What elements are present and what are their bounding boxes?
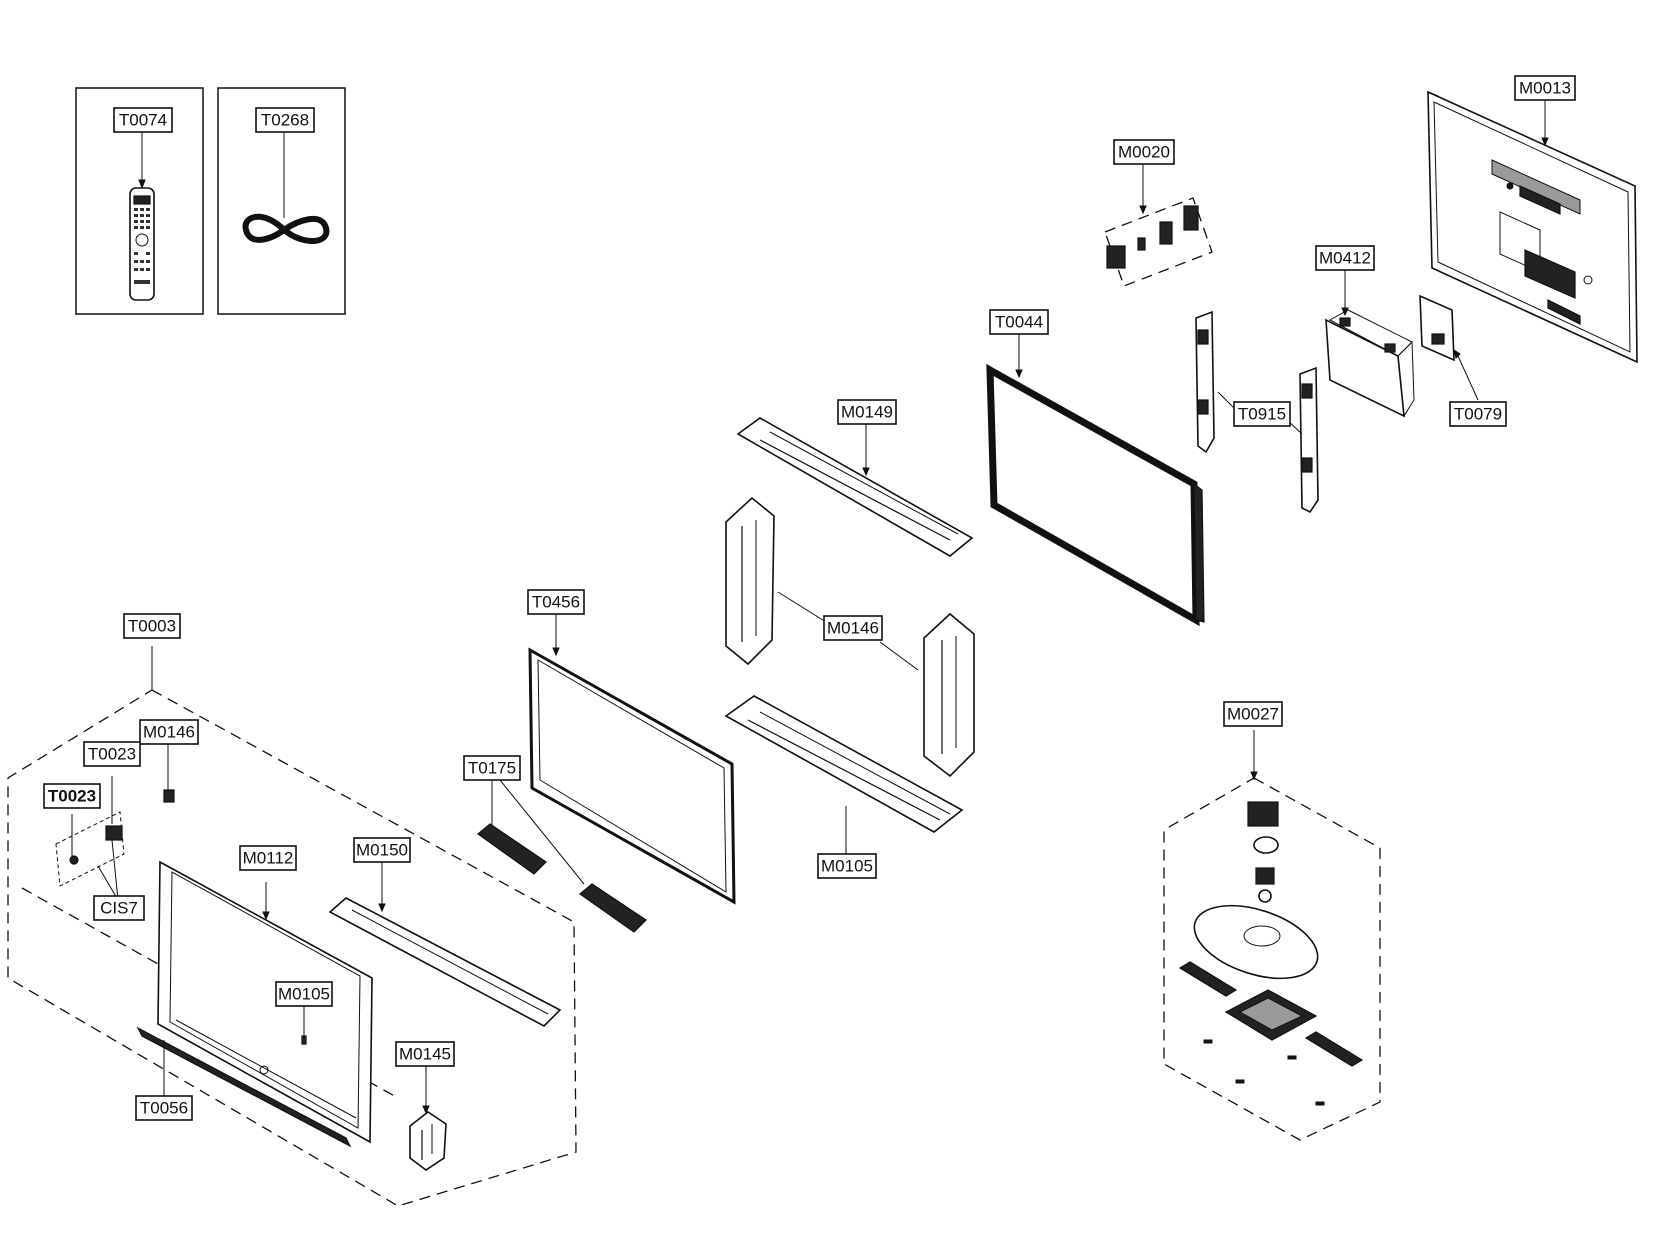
label-T0003: T0003 xyxy=(128,617,176,636)
vertical-bracket-right xyxy=(1299,366,1319,514)
callout-M0013: M0013 xyxy=(1514,75,1576,101)
callout-T0175: T0175 xyxy=(463,755,521,781)
label-T0079: T0079 xyxy=(1454,405,1502,424)
diffuser-sheet xyxy=(528,647,736,905)
power-cord-icon xyxy=(242,213,330,245)
small-board xyxy=(1419,294,1455,362)
ir-module xyxy=(55,789,175,887)
label-M0020: M0020 xyxy=(1118,143,1170,162)
label-M0146-frames: M0146 xyxy=(827,619,879,638)
main-board xyxy=(1325,309,1415,418)
callout-T0023-upper: T0023 xyxy=(83,741,141,767)
callout-M0105-frame: M0105 xyxy=(817,853,877,879)
label-T0074: T0074 xyxy=(119,111,167,130)
label-M0112: M0112 xyxy=(243,849,294,868)
frame-bottom xyxy=(724,695,964,833)
callout-M0146-module: M0146 xyxy=(139,719,199,745)
callout-T0056: T0056 xyxy=(135,1095,193,1121)
callout-T0079: T0079 xyxy=(1449,401,1507,427)
label-T0044: T0044 xyxy=(995,313,1043,332)
stand-assembly xyxy=(1163,777,1381,1141)
clip-part xyxy=(409,1111,447,1171)
frame-top xyxy=(736,417,974,557)
back-cover xyxy=(1427,90,1638,364)
label-T0456: T0456 xyxy=(532,593,580,612)
label-M0149: M0149 xyxy=(841,403,893,422)
callout-M0112: M0112 xyxy=(239,845,297,871)
callout-M0149: M0149 xyxy=(837,399,897,425)
label-M0412: M0412 xyxy=(1319,249,1371,268)
rail-right xyxy=(579,883,647,933)
vertical-bracket-left xyxy=(1195,310,1215,454)
accessory-box-remote xyxy=(75,87,204,315)
callout-T0268: T0268 xyxy=(255,107,315,133)
bottom-strip xyxy=(136,1026,352,1148)
callout-M0027: M0027 xyxy=(1223,701,1283,727)
label-M0150: M0150 xyxy=(356,841,408,860)
rail-left xyxy=(477,823,547,875)
callout-T0456: T0456 xyxy=(527,589,585,615)
label-M0146-module: M0146 xyxy=(143,723,195,742)
callout-T0003: T0003 xyxy=(123,613,181,639)
label-M0013: M0013 xyxy=(1519,79,1571,98)
side-bar xyxy=(328,897,562,1027)
callout-M0150: M0150 xyxy=(353,837,411,863)
label-M0145: M0145 xyxy=(399,1045,451,1064)
label-M0027: M0027 xyxy=(1227,705,1279,724)
callout-M0105-pin: M0105 xyxy=(275,981,333,1007)
label-CIS7: CIS7 xyxy=(100,899,138,918)
front-assembly-outline xyxy=(7,689,577,1207)
label-M0105-frame: M0105 xyxy=(821,857,873,876)
label-T0023-lower: T0023 xyxy=(48,787,96,806)
callout-M0020: M0020 xyxy=(1113,139,1175,165)
label-T0268: T0268 xyxy=(261,111,309,130)
remote-control-icon xyxy=(129,187,155,301)
callout-T0074: T0074 xyxy=(113,107,173,133)
label-M0105-pin: M0105 xyxy=(278,985,330,1004)
callout-M0146-frames: M0146 xyxy=(823,615,883,641)
front-bezel xyxy=(157,860,373,1144)
callout-M0145: M0145 xyxy=(395,1041,455,1067)
lcd-panel xyxy=(986,363,1205,627)
callout-T0023-lower: T0023 xyxy=(43,783,101,809)
bracket-set xyxy=(1104,197,1213,287)
frame-right xyxy=(923,612,975,778)
accessory-box-cable xyxy=(217,87,346,315)
label-T0056: T0056 xyxy=(140,1099,188,1118)
frame-left xyxy=(725,496,775,666)
label-T0175: T0175 xyxy=(468,759,516,778)
callout-CIS7: CIS7 xyxy=(93,895,145,921)
callout-M0412: M0412 xyxy=(1315,245,1375,271)
label-T0915: T0915 xyxy=(1238,405,1286,424)
callout-T0915: T0915 xyxy=(1233,401,1291,427)
label-T0023-upper: T0023 xyxy=(88,745,136,764)
callout-T0044: T0044 xyxy=(989,309,1049,335)
